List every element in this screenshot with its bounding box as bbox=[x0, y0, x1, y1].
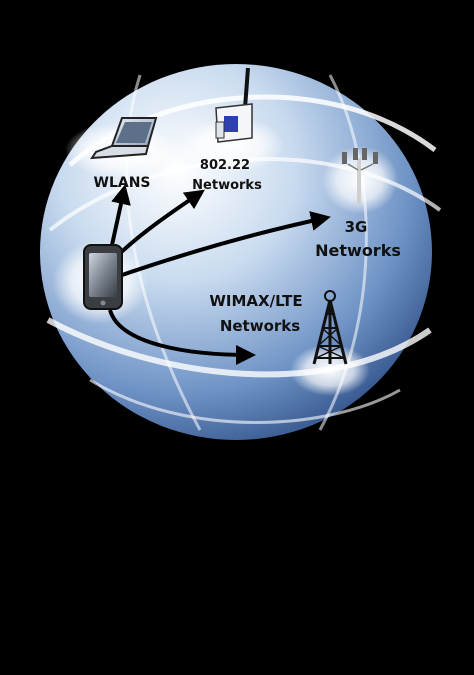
glow-tower bbox=[290, 344, 370, 396]
arrow-to-3g bbox=[121, 211, 331, 277]
label-wimax-line2: Networks bbox=[220, 317, 300, 335]
ring-meridian-left bbox=[125, 74, 202, 431]
arrow-to-wimax bbox=[108, 309, 256, 365]
node-labels: WLANS 802.22 Networks 3G Networks WIMAX/… bbox=[94, 158, 401, 335]
smartphone-icon bbox=[83, 244, 123, 310]
arrow-to-wifi bbox=[116, 189, 205, 257]
glow-accesspoint bbox=[180, 117, 284, 173]
label-wlans: WLANS bbox=[94, 175, 151, 191]
laptop-icon bbox=[90, 117, 158, 160]
ring-bottom bbox=[89, 378, 401, 424]
arrow-to-wlans bbox=[110, 184, 131, 246]
label-wimax-line1: WIMAX/LTE bbox=[209, 292, 302, 310]
label-3g-line1: 3G bbox=[345, 218, 368, 236]
cell-antenna-icon bbox=[342, 148, 378, 204]
label-3g-line2: Networks bbox=[315, 241, 401, 260]
connection-arrows bbox=[108, 184, 331, 365]
radio-tower-icon bbox=[312, 290, 348, 365]
access-point-icon bbox=[215, 67, 253, 143]
label-wifi-line1: 802.22 bbox=[200, 158, 250, 173]
ring-lower bbox=[46, 317, 432, 378]
label-wifi-line2: Networks bbox=[192, 178, 262, 193]
